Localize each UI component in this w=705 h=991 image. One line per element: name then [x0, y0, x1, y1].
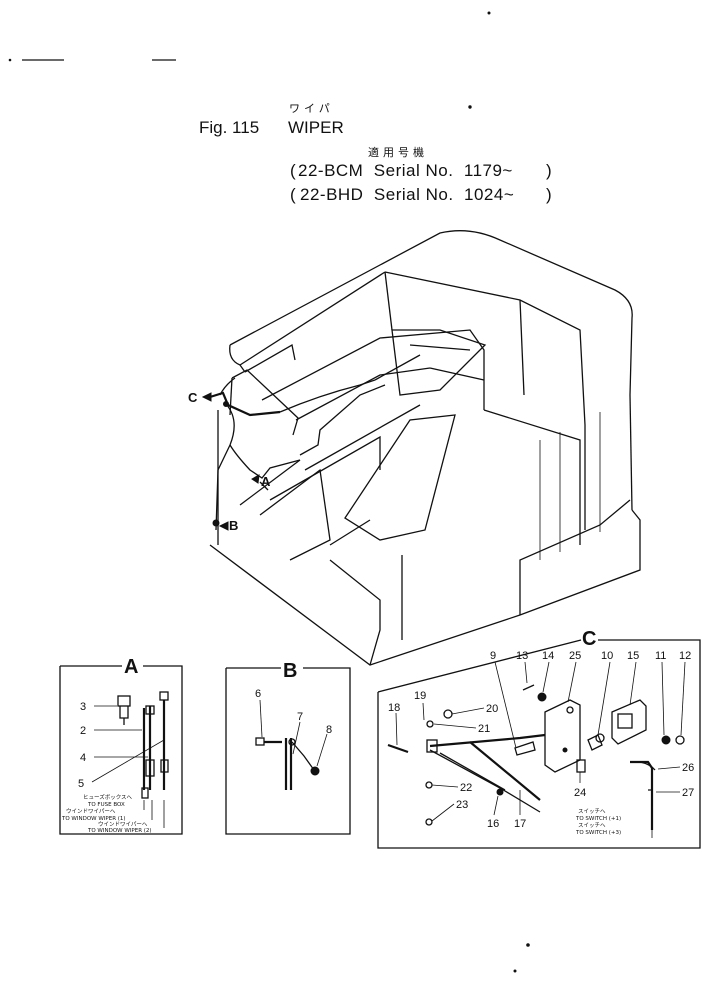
callout-a-arrow — [251, 474, 260, 484]
note-wiper-2-jp: ウインドワイパーへ — [98, 820, 148, 828]
part-5: 5 — [78, 778, 84, 790]
part-27: 27 — [682, 787, 694, 799]
detail-b-label: B — [283, 660, 297, 682]
note-wiper-1: TO WINDOW WIPER (1) — [61, 816, 126, 822]
callout-b: B — [229, 518, 238, 533]
callout-c: C — [188, 390, 198, 405]
applicability-paren-open-2: ( — [290, 185, 296, 204]
cab-isometric-drawing — [209, 230, 641, 666]
part-24: 24 — [574, 787, 586, 799]
part-9: 9 — [490, 650, 496, 662]
serial-line-2: 22-BHD Serial No. 1024~ — [300, 185, 514, 204]
note-switch-2: TO SWITCH (+3) — [575, 830, 621, 836]
part-21: 21 — [478, 723, 490, 735]
note-wiper-2: TO WINDOW WIPER (2) — [87, 828, 152, 834]
part-18: 18 — [388, 702, 400, 714]
part-8: 8 — [326, 724, 332, 736]
part-26: 26 — [682, 762, 694, 774]
note-fuse-box: TO FUSE BOX — [87, 802, 125, 808]
part-3: 3 — [80, 701, 86, 713]
serial-line-1: 22-BCM Serial No. 1179~ — [298, 161, 513, 180]
part-20: 20 — [486, 703, 498, 715]
applicability-paren-close: ) — [546, 161, 552, 180]
part-6: 6 — [255, 688, 261, 700]
detail-a-label: A — [124, 656, 138, 678]
part-13: 13 — [516, 650, 528, 662]
callout-b-arrow — [218, 521, 229, 531]
part-7: 7 — [297, 711, 303, 723]
figure-title: WIPER — [288, 118, 344, 137]
detail-c-parts-drawing — [387, 661, 686, 838]
part-19: 19 — [414, 690, 426, 702]
figure-header: ワイパ Fig. 115 WIPER 適用号機 ( 22-BCM Serial … — [199, 102, 552, 204]
detail-b-panel — [225, 667, 351, 835]
detail-c-label: C — [582, 628, 596, 650]
title-japanese: ワイパ — [289, 102, 334, 115]
part-10: 10 — [601, 650, 613, 662]
note-wiper-1-jp: ウインドワイパーへ — [66, 807, 116, 815]
callout-a: A — [261, 474, 271, 489]
note-switch-1-jp: スイッチへ — [578, 808, 606, 815]
note-switch-2-jp: スイッチへ — [578, 822, 606, 829]
scan-specks — [8, 11, 530, 973]
applicability-japanese: 適用号機 — [368, 145, 428, 159]
part-11: 11 — [655, 650, 666, 662]
callout-c-arrow — [201, 392, 212, 402]
part-25: 25 — [569, 650, 581, 662]
detail-a-parts-drawing — [91, 691, 169, 828]
detail-a-panel — [59, 665, 183, 835]
part-16: 16 — [487, 818, 499, 830]
note-switch-1: TO SWITCH (+1) — [575, 816, 621, 822]
part-4: 4 — [80, 752, 86, 764]
part-15: 15 — [627, 650, 639, 662]
applicability-paren-close-2: ) — [546, 185, 552, 204]
part-12: 12 — [679, 650, 691, 662]
part-14: 14 — [542, 650, 554, 662]
figure-number: Fig. 115 — [199, 118, 259, 137]
detail-b-parts-drawing — [255, 699, 328, 790]
applicability-paren-open: ( — [290, 161, 296, 180]
note-fuse-box-jp: ヒューズボックスへ — [83, 793, 133, 801]
part-2: 2 — [80, 725, 86, 737]
part-23: 23 — [456, 799, 468, 811]
part-22: 22 — [460, 782, 472, 794]
detail-c-panel — [377, 639, 701, 849]
part-17: 17 — [514, 818, 526, 830]
